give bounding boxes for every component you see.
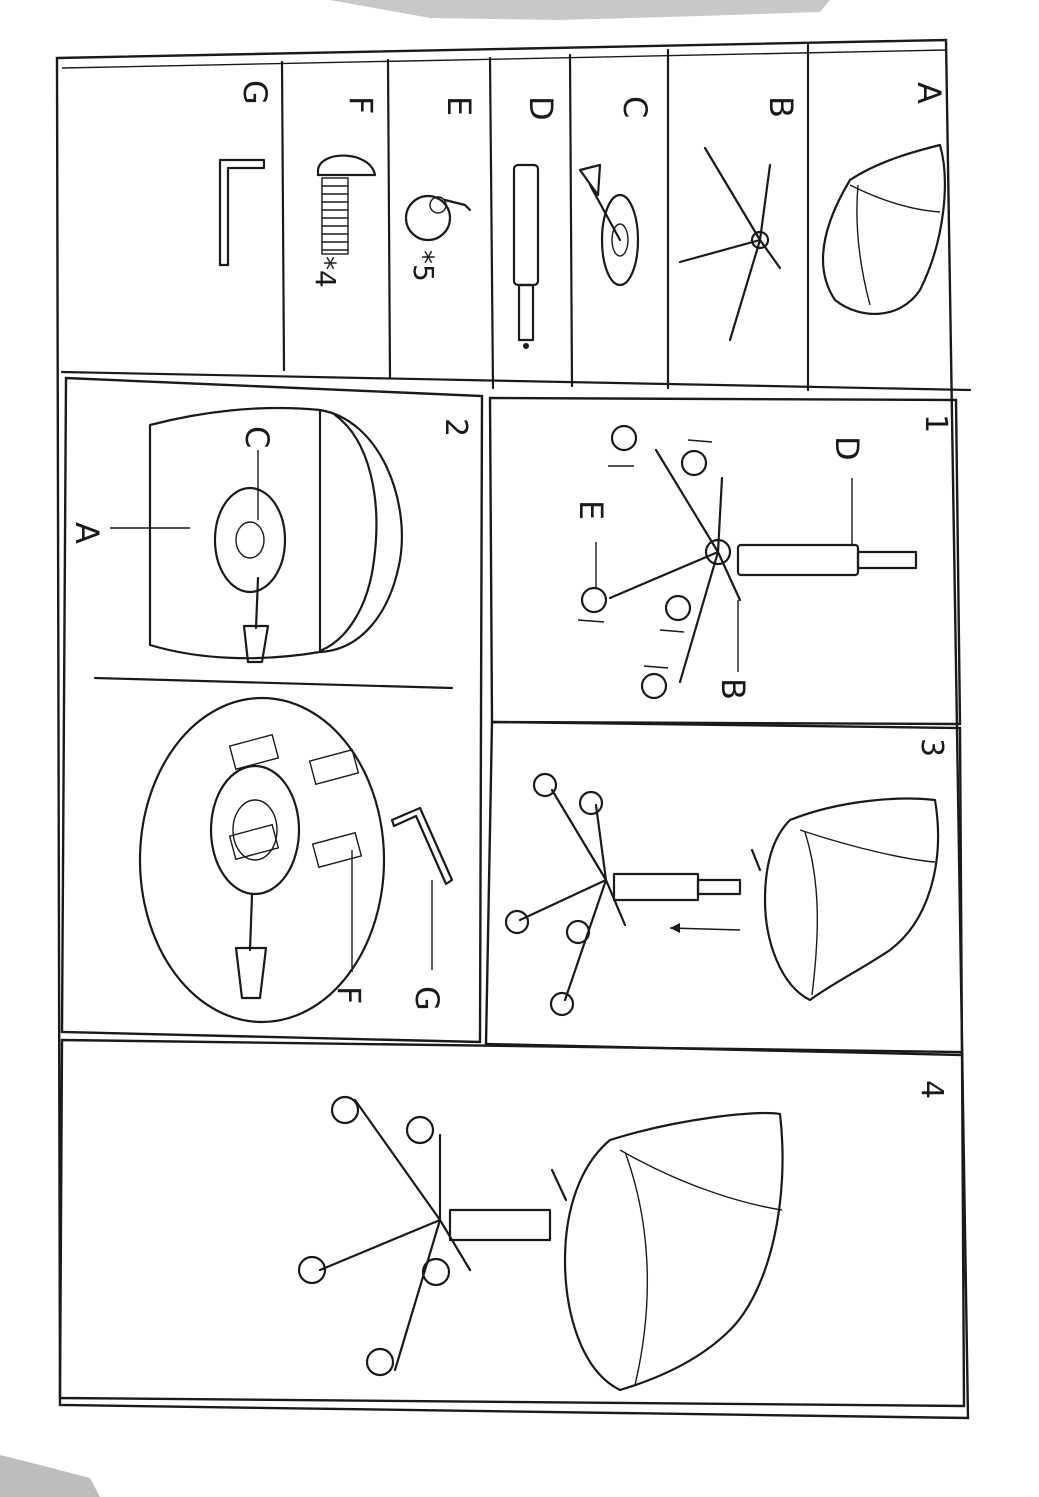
part-label-f: F <box>342 96 380 114</box>
mounting-detail-illustration <box>138 696 454 1024</box>
seat-icon <box>821 143 946 316</box>
gas-cylinder-icon <box>512 163 540 349</box>
bolt-quantity: *4 <box>309 256 342 288</box>
sheet-border <box>55 38 970 1420</box>
callout-e: E <box>572 500 610 520</box>
part-label-c: C <box>616 96 654 118</box>
step-2-panel: 2 C A <box>60 376 484 1044</box>
callout-c: C <box>238 426 276 448</box>
part-label-a: A <box>910 82 948 104</box>
step-1-number: 1 <box>918 414 953 433</box>
step-4-panel: 4 <box>58 1038 966 1408</box>
assembled-chair-illustration <box>297 1095 784 1392</box>
allen-key-icon <box>218 158 266 267</box>
step-3-number: 3 <box>914 738 949 757</box>
part-label-d: D <box>522 96 560 121</box>
step-2-number: 2 <box>438 418 473 437</box>
base-with-casters-illustration <box>577 424 918 700</box>
callout-f: F <box>330 986 368 1004</box>
seat-underside-illustration <box>110 406 403 664</box>
callout-b: B <box>714 678 752 700</box>
parts-table: A B C D E F G <box>60 43 972 392</box>
seat-insert-illustration <box>504 772 940 1017</box>
callout-d: D <box>828 436 866 461</box>
part-label-b: B <box>762 96 800 118</box>
bolt-icon: *4 <box>309 154 377 288</box>
paper-scrap-bottom <box>0 1455 100 1497</box>
caster-wheel-icon: *5 <box>404 194 472 282</box>
callout-a: A <box>68 522 106 544</box>
paper-scrap-top <box>330 0 830 20</box>
callout-g: G <box>408 986 446 1011</box>
star-base-icon <box>678 146 782 342</box>
tilt-mechanism-icon <box>578 163 640 287</box>
step-4-number: 4 <box>914 1080 949 1099</box>
caster-quantity: *5 <box>407 250 440 282</box>
part-label-g: G <box>236 80 274 105</box>
step-1-panel: 1 D E B <box>488 396 962 726</box>
part-label-e: E <box>440 96 478 116</box>
